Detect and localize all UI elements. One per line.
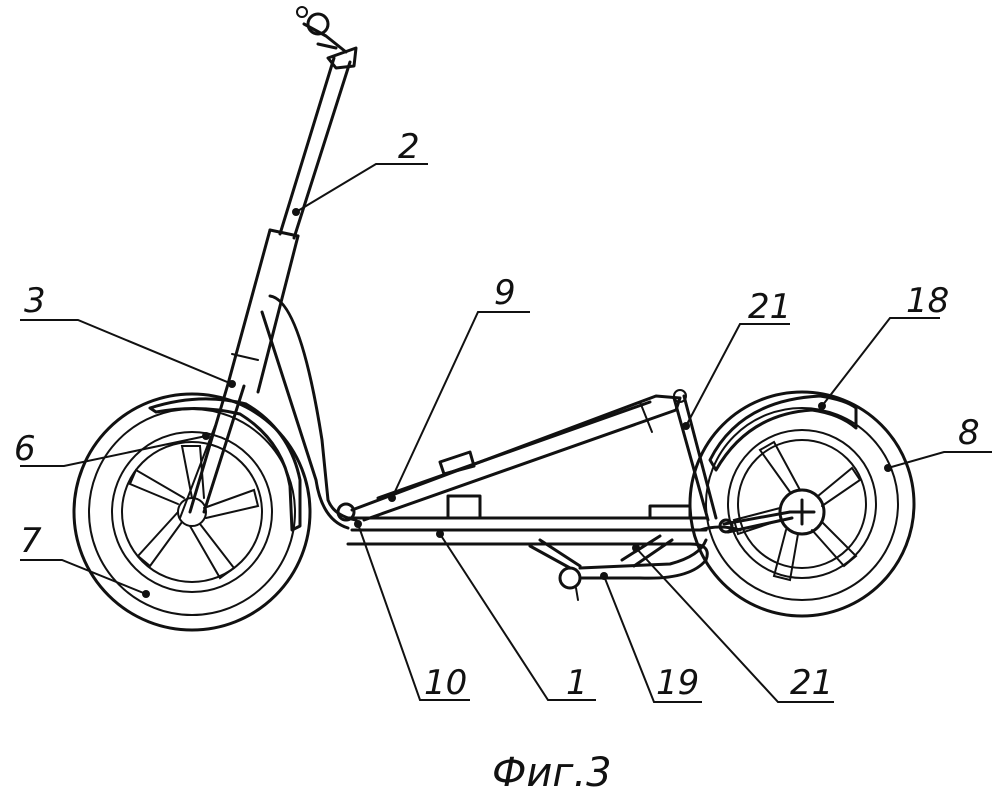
label-strut-lower: 21 <box>790 663 833 703</box>
rear-wheel <box>688 390 916 618</box>
rear-wheel-spokes <box>732 440 862 582</box>
label-front-wheel: 7 <box>20 521 42 561</box>
label-rear-wheel: 8 <box>958 413 980 453</box>
steering-column <box>226 56 352 394</box>
label-rear-swingarm: 19 <box>656 663 699 703</box>
down-tube <box>260 294 358 530</box>
leader-dots <box>142 208 892 598</box>
label-frame: 1 <box>566 663 588 703</box>
deck-frame <box>336 494 708 546</box>
label-pivot: 10 <box>424 663 467 703</box>
rear-fender <box>708 394 858 472</box>
label-front-fender: 6 <box>14 429 36 469</box>
front-fork <box>179 382 246 519</box>
label-cover: 9 <box>494 273 516 313</box>
label-handlebar-tube: 2 <box>398 127 420 167</box>
label-rear-fender: 18 <box>906 281 949 321</box>
handlebar-clamp <box>296 6 358 70</box>
label-fork: 3 <box>24 281 46 321</box>
front-wheel-spokes <box>128 445 260 580</box>
label-strut-upper: 21 <box>748 287 791 327</box>
folding-cover <box>350 394 682 522</box>
front-fender <box>148 397 302 532</box>
leader-lines <box>20 163 992 703</box>
figure-caption: Фиг.3 <box>492 750 612 796</box>
